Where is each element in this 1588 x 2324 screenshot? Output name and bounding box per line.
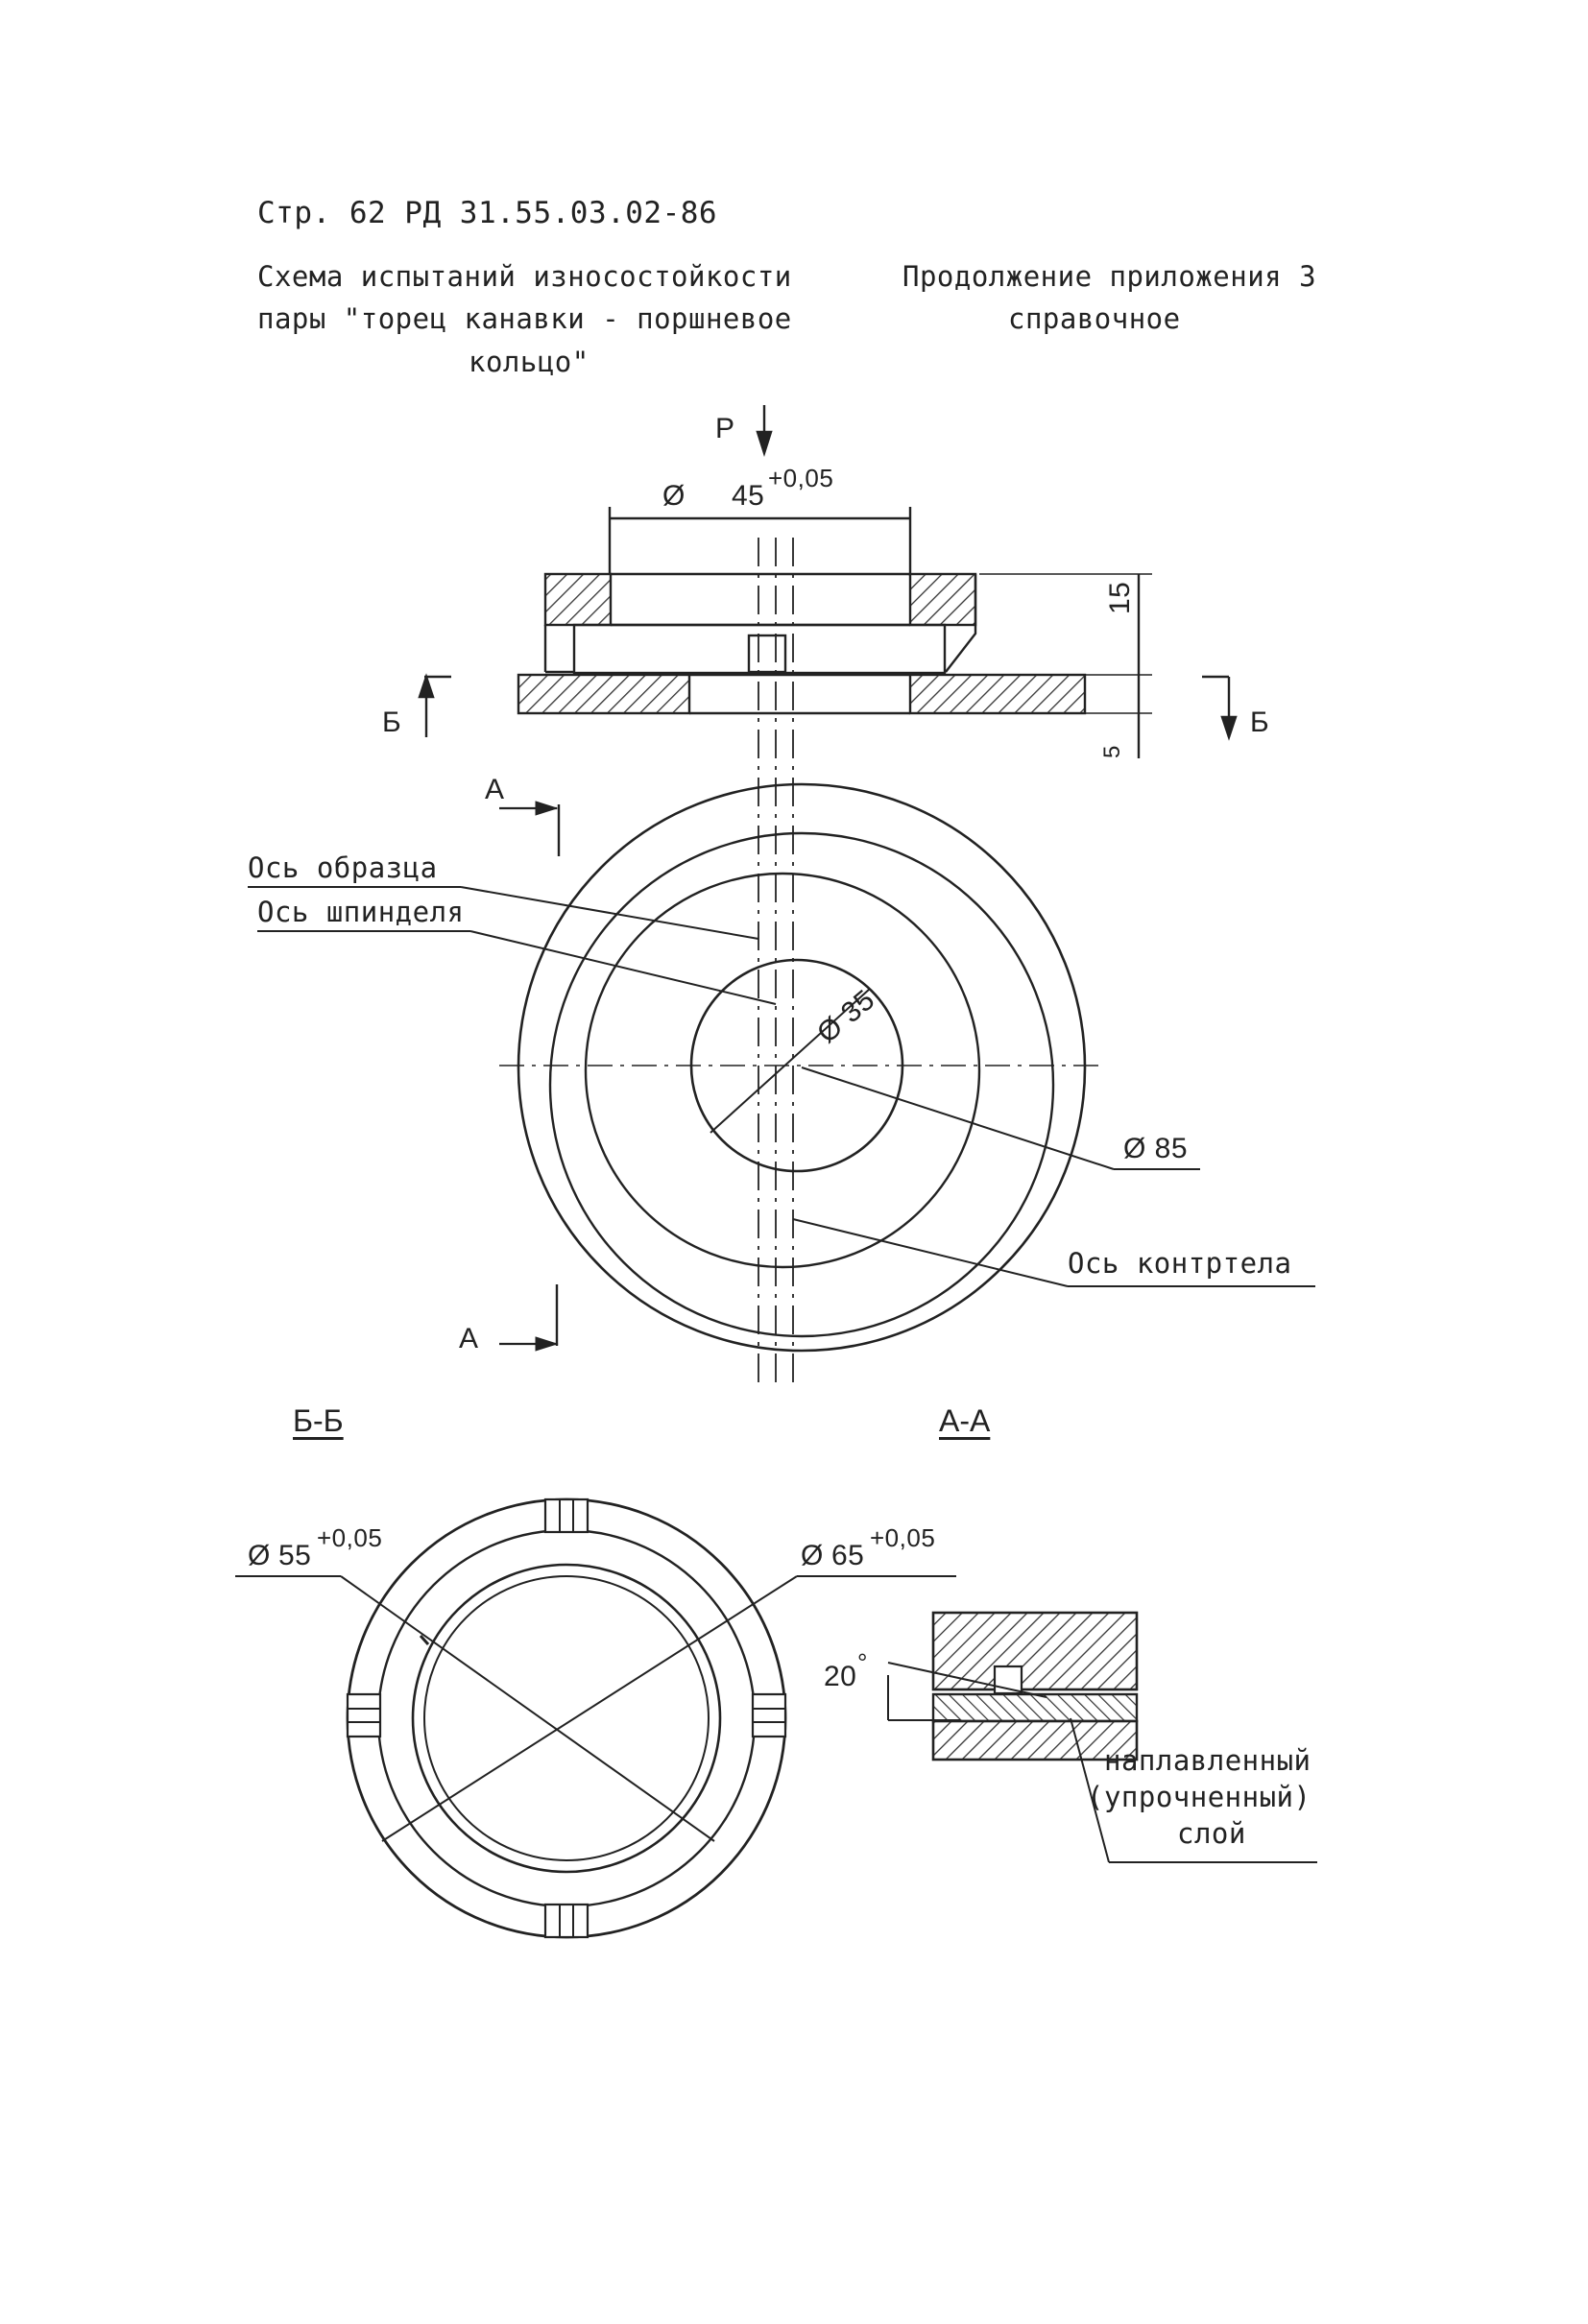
bb-ring-outer bbox=[376, 1528, 757, 1908]
layer-label-line-3: слой bbox=[1177, 1817, 1246, 1850]
dia-55-value: 55 bbox=[278, 1540, 312, 1571]
title-line-3: кольцо" bbox=[469, 346, 589, 378]
bb-slot-right bbox=[751, 1692, 787, 1738]
section-a-top-label: А bbox=[485, 774, 505, 805]
appendix-line-2: справочное bbox=[1008, 302, 1181, 335]
middle-circle bbox=[584, 872, 981, 1269]
holder-right-chamfer bbox=[945, 574, 977, 673]
dia-45-value: 45 bbox=[732, 480, 765, 512]
title-line-1: Схема испытаний износостойкости bbox=[257, 260, 792, 293]
section-aa-title: А-А bbox=[939, 1403, 991, 1438]
holder-left-hatched bbox=[543, 572, 613, 627]
leader-layer bbox=[1070, 1717, 1110, 1863]
load-label: P bbox=[715, 413, 735, 444]
top-elevation-view bbox=[418, 405, 1238, 758]
section-b-right-label: Б bbox=[1250, 707, 1270, 738]
sample-ring bbox=[572, 623, 947, 675]
leader-dia-65 bbox=[381, 1575, 798, 1842]
layer-label-line-2: (упрочненный) bbox=[1087, 1781, 1311, 1813]
leader-spindle bbox=[469, 930, 777, 1005]
layer-label-line-1: наплавленный bbox=[1104, 1744, 1311, 1777]
aa-upper-body bbox=[931, 1611, 1139, 1691]
bb-inner-circle bbox=[411, 1563, 722, 1874]
angle-line-upper bbox=[887, 1662, 1047, 1698]
counterbody-track-circle bbox=[548, 831, 1055, 1338]
leader-sample bbox=[460, 886, 759, 940]
axis-counterbody-label: Ось контртела bbox=[1068, 1247, 1292, 1280]
bb-slot-top bbox=[543, 1497, 589, 1534]
page-reference: Стр. 62 РД 31.55.03.02-86 bbox=[257, 196, 718, 230]
base-right-hatched bbox=[908, 673, 1087, 715]
leader-dia-55 bbox=[340, 1575, 715, 1842]
section-bb-view bbox=[235, 1497, 956, 1939]
dia-55-symbol: Ø bbox=[248, 1540, 271, 1571]
axis-spindle-label: Ось шпинделя bbox=[257, 896, 465, 928]
section-a-bottom-label: А bbox=[459, 1323, 479, 1354]
dia-65-tolerance: +0,05 bbox=[870, 1523, 936, 1552]
dim-15-label: 15 bbox=[1104, 581, 1136, 614]
section-b-left-label: Б bbox=[382, 707, 402, 738]
dia-55-tolerance: +0,05 bbox=[317, 1523, 383, 1552]
section-bb-title: Б-Б bbox=[293, 1403, 344, 1438]
aa-lower-body bbox=[931, 1719, 1139, 1761]
dia-85-label: Ø 85 bbox=[1123, 1133, 1189, 1164]
bb-inner-circle-2 bbox=[423, 1575, 710, 1861]
leader-dia-35 bbox=[710, 988, 871, 1134]
holder-right-hatched bbox=[908, 572, 977, 627]
base-left-hatched bbox=[517, 673, 691, 715]
dia-45-symbol: Ø bbox=[662, 480, 686, 512]
dia-65-symbol: Ø bbox=[801, 1540, 824, 1571]
plan-view bbox=[248, 538, 1315, 1382]
angle-value: 20 bbox=[824, 1661, 857, 1692]
axis-sample-label: Ось образца bbox=[248, 851, 438, 884]
title-line-2: пары "торец канавки - поршневое bbox=[257, 302, 792, 335]
appendix-line-1: Продолжение приложения 3 bbox=[902, 260, 1317, 293]
section-aa-view bbox=[887, 1611, 1317, 1863]
bb-slot-bottom bbox=[543, 1903, 589, 1939]
leader-counterbody bbox=[792, 1218, 1069, 1287]
bb-slot-left bbox=[346, 1692, 382, 1738]
sample-slot bbox=[747, 634, 787, 674]
dia-45-tolerance: +0,05 bbox=[768, 464, 834, 492]
outer-circle-dia-85 bbox=[517, 782, 1087, 1353]
leader-dia-85 bbox=[801, 1066, 1115, 1170]
dia-65-value: 65 bbox=[831, 1540, 865, 1571]
aa-deposited-layer bbox=[931, 1692, 1139, 1723]
dim-5-label: 5 bbox=[1099, 745, 1125, 758]
angle-unit: ° bbox=[857, 1648, 868, 1677]
load-arrowhead bbox=[756, 430, 773, 457]
